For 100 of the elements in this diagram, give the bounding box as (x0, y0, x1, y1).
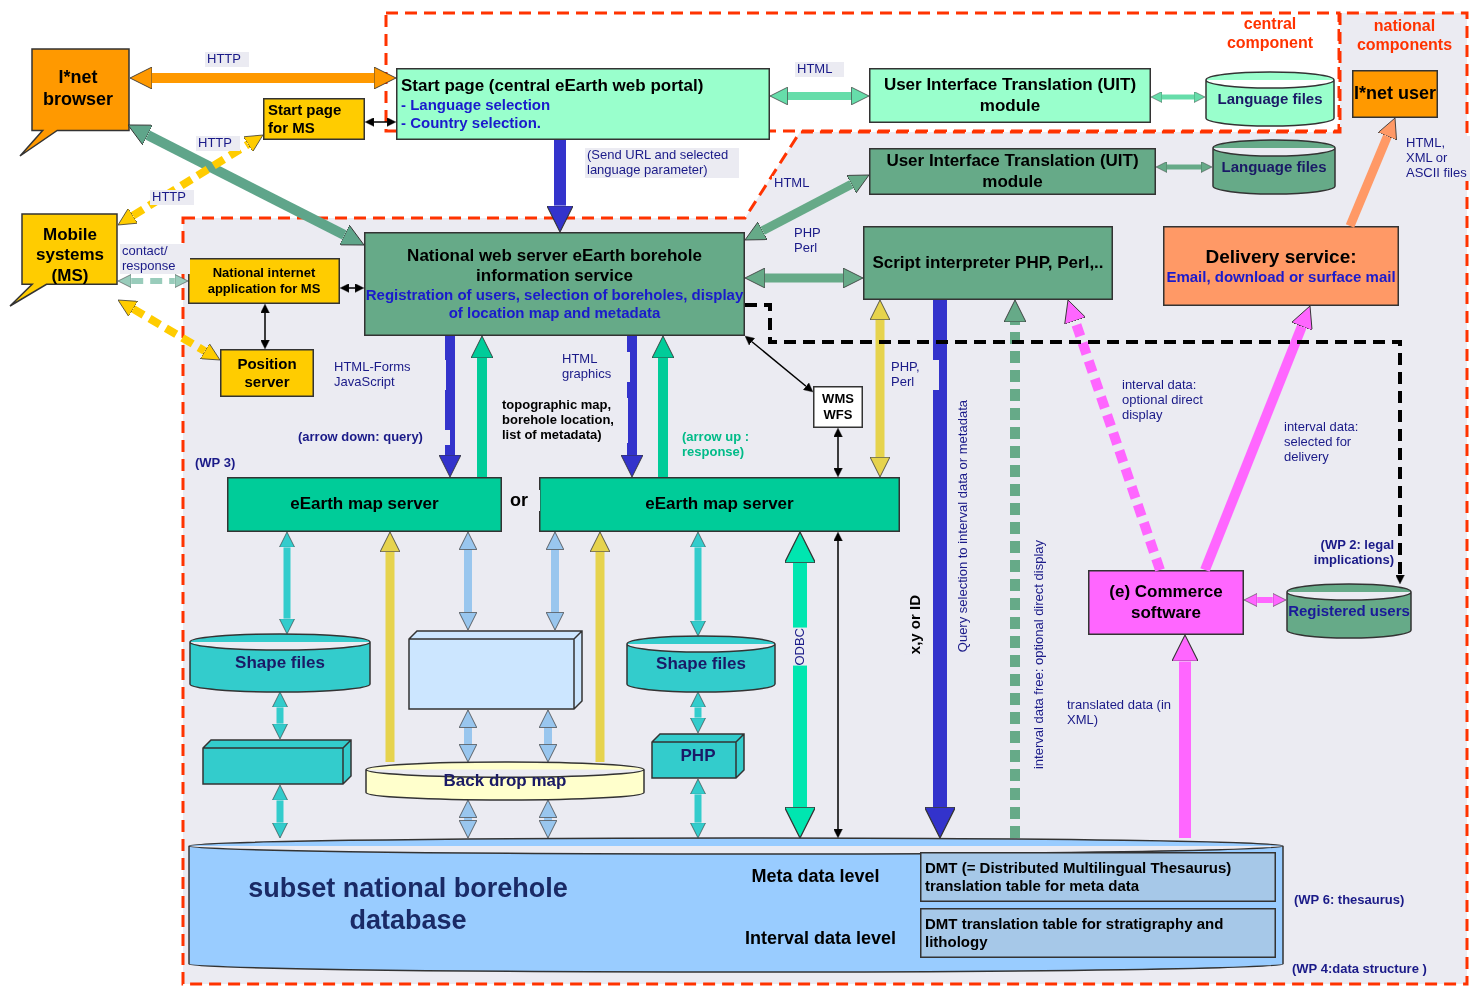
arrow (924, 300, 956, 839)
arrow (869, 299, 891, 478)
arrow (690, 778, 706, 839)
arrow (1243, 593, 1287, 607)
node-title: I*net browser (42, 67, 114, 111)
arrow (833, 531, 843, 839)
data-store-cylinder (189, 634, 371, 692)
arrow (339, 283, 365, 293)
edge-label: HTTP (205, 52, 249, 67)
arrow (784, 531, 816, 839)
data-store-cylinder (1212, 140, 1336, 194)
process-box (863, 226, 1113, 300)
arrow (364, 117, 397, 127)
node-title: WMS WFS (821, 391, 855, 423)
edge-label: HTML (795, 62, 844, 77)
arrow (458, 799, 478, 839)
node-title: eEarth map server (645, 494, 794, 515)
process-box (869, 68, 1151, 123)
edge-label: HTTP (196, 136, 240, 151)
process-box (869, 148, 1156, 195)
node-title: subset national borehole database (247, 872, 569, 937)
edge-label: HTML graphics (560, 352, 630, 382)
edge-label: HTML-Forms JavaScript (332, 360, 446, 390)
arrow (1345, 117, 1397, 228)
node-title: (e) Commerce software (1108, 582, 1224, 623)
data-store-cylinder (1286, 584, 1412, 638)
process-box (1352, 70, 1438, 118)
arrow (1150, 91, 1206, 103)
arrow (833, 427, 843, 478)
arrow (117, 134, 264, 226)
arrow (589, 531, 611, 762)
node-title: Position server (236, 355, 298, 391)
arrow (745, 303, 1405, 585)
process-box (1163, 226, 1399, 306)
note-label: topographic map, borehole location, list of metadata) (500, 398, 628, 443)
arrow (1003, 299, 1027, 838)
arrow (458, 531, 478, 631)
arrow (546, 140, 574, 233)
node-title: Start page for MS (268, 101, 343, 137)
arrow (538, 799, 558, 839)
node-title: Language files (1221, 158, 1327, 176)
edge-label: ODBC (791, 628, 810, 666)
arrow (279, 531, 295, 635)
node-title: National web server eEarth borehole information service (406, 245, 703, 287)
arrow (651, 335, 675, 477)
arrow (438, 336, 462, 478)
node-title: I*net user (1354, 83, 1436, 105)
3d-box (202, 739, 352, 785)
arrow (744, 335, 814, 393)
arrow (272, 691, 288, 740)
data-store-cylinder (626, 636, 776, 692)
arrow (690, 531, 706, 637)
arrow (744, 267, 864, 289)
node-title: Language files (1217, 90, 1323, 108)
arrow (117, 299, 221, 361)
node-text: Registration of users, selection of boreholes, display of location map and metadata (364, 286, 745, 323)
process-box (1088, 570, 1244, 635)
arrow (1064, 299, 1165, 572)
node-text: Interval data level (743, 928, 898, 950)
process-box (396, 68, 770, 140)
arrow (690, 691, 706, 734)
process-box (227, 477, 502, 532)
node-title: User Interface Translation (UIT) module (882, 75, 1138, 116)
edge-label: contact/ response (120, 244, 190, 274)
node-title: User Interface Translation (UIT) module (885, 151, 1140, 192)
process-box (539, 477, 900, 532)
speech-bubble (8, 213, 118, 308)
arrow (129, 66, 397, 90)
node-title: Start page (central eEarth web portal) (401, 75, 704, 97)
process-box (920, 908, 1276, 958)
arrow (470, 335, 494, 477)
arrow (1155, 161, 1213, 173)
process-box (220, 349, 314, 397)
arrow (538, 709, 558, 763)
arrow (545, 531, 565, 631)
note-label: (arrow down: query) (296, 430, 450, 445)
arrow (1171, 634, 1199, 838)
arrow (458, 709, 478, 763)
edge-label: HTML, XML or ASCII files (1404, 136, 1470, 181)
arrow (127, 124, 365, 246)
arrow (769, 86, 870, 106)
node-title: Registered users (1288, 602, 1410, 620)
node-title: PHP (680, 745, 716, 767)
node-text: - Country selection. (401, 114, 542, 133)
process-box (263, 98, 365, 140)
node-title: DMT (= Distributed Multilingual Thesaurus) translation table for meta data (925, 859, 1233, 895)
arrow (744, 174, 870, 241)
edge-label: (Send URL and selected language parameter) (585, 148, 739, 178)
3d-box (651, 733, 745, 779)
process-box (813, 386, 863, 428)
node-title: national components (1355, 16, 1454, 55)
node-title: Mobile systems (MS) (34, 224, 106, 287)
node-title: Shape files (656, 653, 746, 675)
node-title: National internet application for MS (206, 265, 322, 297)
node-title: eEarth map server (290, 494, 439, 515)
arrow (117, 274, 189, 288)
node-text: Meta data level (750, 866, 881, 888)
node-title: DMT translation table for stratigraphy and lithology (925, 915, 1225, 951)
note-label: or (508, 490, 540, 511)
arrow (620, 336, 644, 478)
